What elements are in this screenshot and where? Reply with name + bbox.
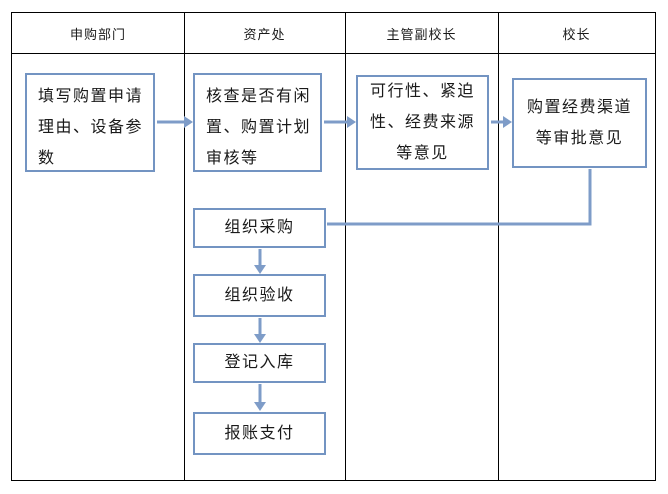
swimlane-table: 申购部门 资产处 主管副校长 校长 (11, 12, 656, 481)
flow-box-register-storage: 登记入库 (193, 343, 326, 383)
header-row-divider (12, 53, 655, 54)
flow-box-organize-procurement: 组织采购 (193, 208, 326, 248)
lane-header-purchasing-department: 申购部门 (69, 26, 126, 42)
flow-box-fill-application: 填写购置申请理由、设备参数 (25, 73, 155, 172)
flow-box-feasibility-opinion: 可行性、紧迫性、经费来源等意见 (356, 75, 489, 170)
flow-box-verify-idle-and-plan: 核查是否有闲置、购置计划审核等 (193, 73, 322, 172)
flow-box-funding-approval: 购置经费渠道等审批意见 (512, 78, 647, 168)
flow-box-reimbursement-payment: 报账支付 (193, 412, 326, 455)
column-divider-1 (184, 13, 185, 480)
column-divider-2 (345, 13, 346, 480)
flow-box-organize-acceptance: 组织验收 (193, 274, 326, 317)
column-divider-3 (498, 13, 499, 480)
lane-header-vice-president: 主管副校长 (386, 26, 457, 42)
lane-header-president: 校长 (562, 26, 591, 42)
lane-header-asset-office: 资产处 (243, 26, 286, 42)
